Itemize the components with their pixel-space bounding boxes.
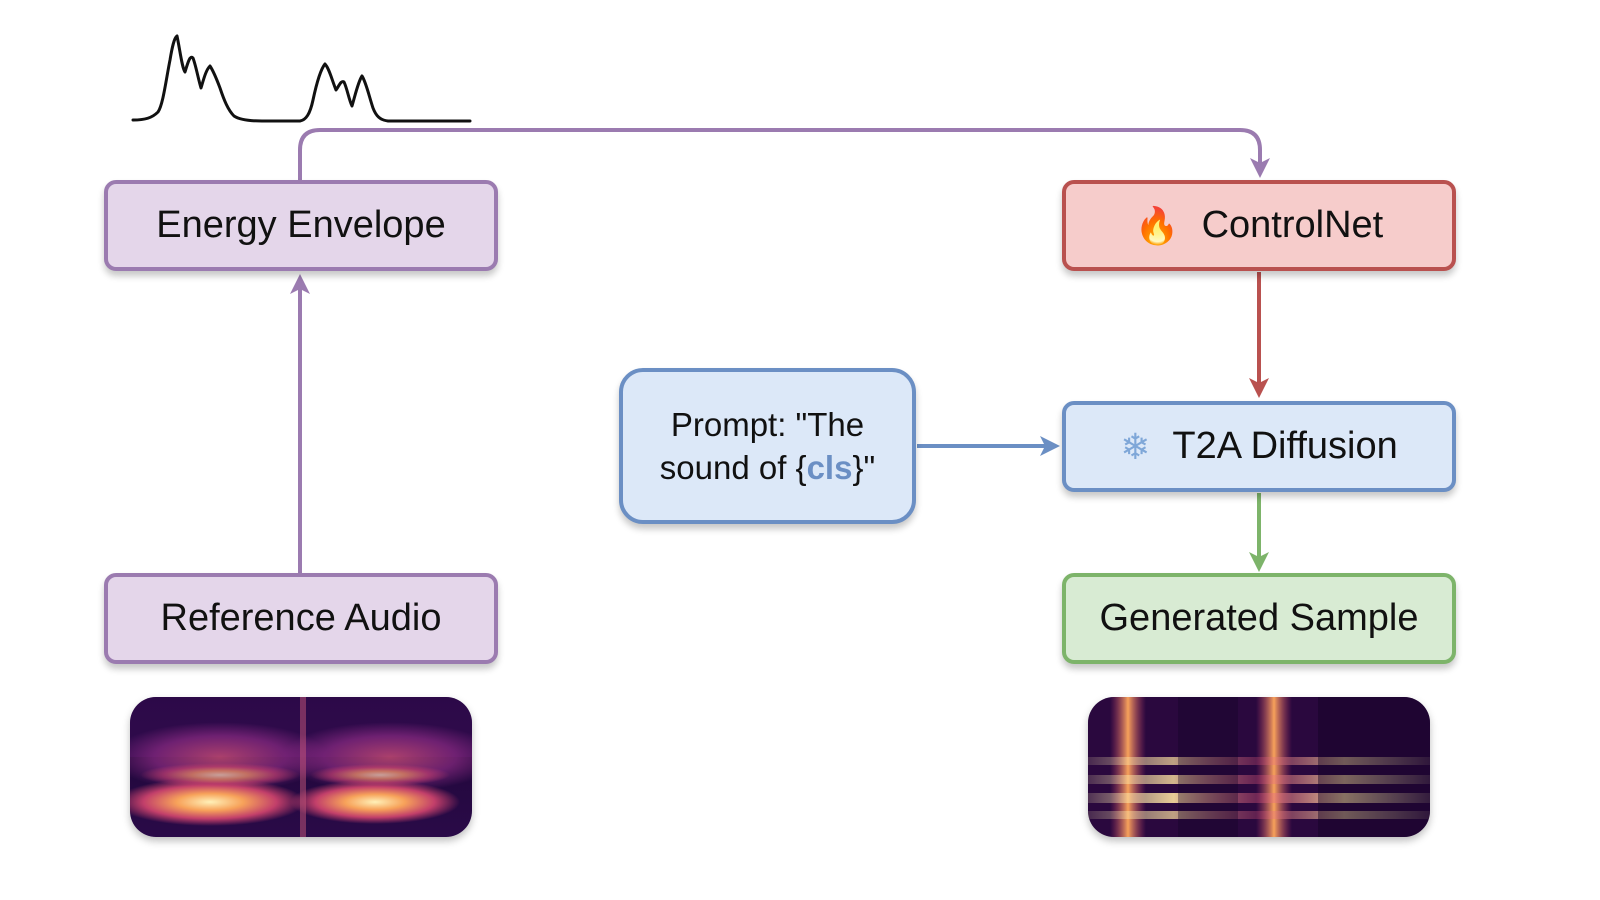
- controlnet-node: 🔥 ControlNet: [1062, 180, 1456, 271]
- prompt-suffix: }": [852, 449, 876, 486]
- t2a-diffusion-label: T2A Diffusion: [1172, 425, 1398, 467]
- prompt-cls-token: cls: [806, 449, 853, 486]
- generated-spectrogram-image: [1088, 697, 1430, 837]
- snowflake-icon: ❄: [1120, 425, 1151, 467]
- prompt-node: Prompt: "The sound of {cls}": [619, 368, 916, 524]
- energy-envelope-label: Energy Envelope: [156, 204, 446, 246]
- reference-spectrogram: [130, 697, 472, 837]
- reference-audio-label: Reference Audio: [160, 597, 442, 639]
- reference-spectrogram-image: [130, 697, 472, 837]
- energy-envelope-node: Energy Envelope: [104, 180, 498, 271]
- fire-icon: 🔥: [1134, 204, 1180, 246]
- controlnet-label: ControlNet: [1201, 204, 1384, 246]
- generated-spectrogram: [1088, 697, 1430, 837]
- generated-sample-node: Generated Sample: [1062, 573, 1456, 664]
- prompt-text: Prompt: "The sound of {cls}": [643, 403, 892, 489]
- reference-audio-node: Reference Audio: [104, 573, 498, 664]
- generated-sample-label: Generated Sample: [1099, 597, 1419, 639]
- t2a-diffusion-node: ❄ T2A Diffusion: [1062, 401, 1456, 492]
- prompt-prefix: Prompt: "The sound of {: [659, 406, 865, 486]
- energy-envelope-waveform: [131, 34, 472, 123]
- edge-envelope-to-controlnet: [298, 128, 1270, 180]
